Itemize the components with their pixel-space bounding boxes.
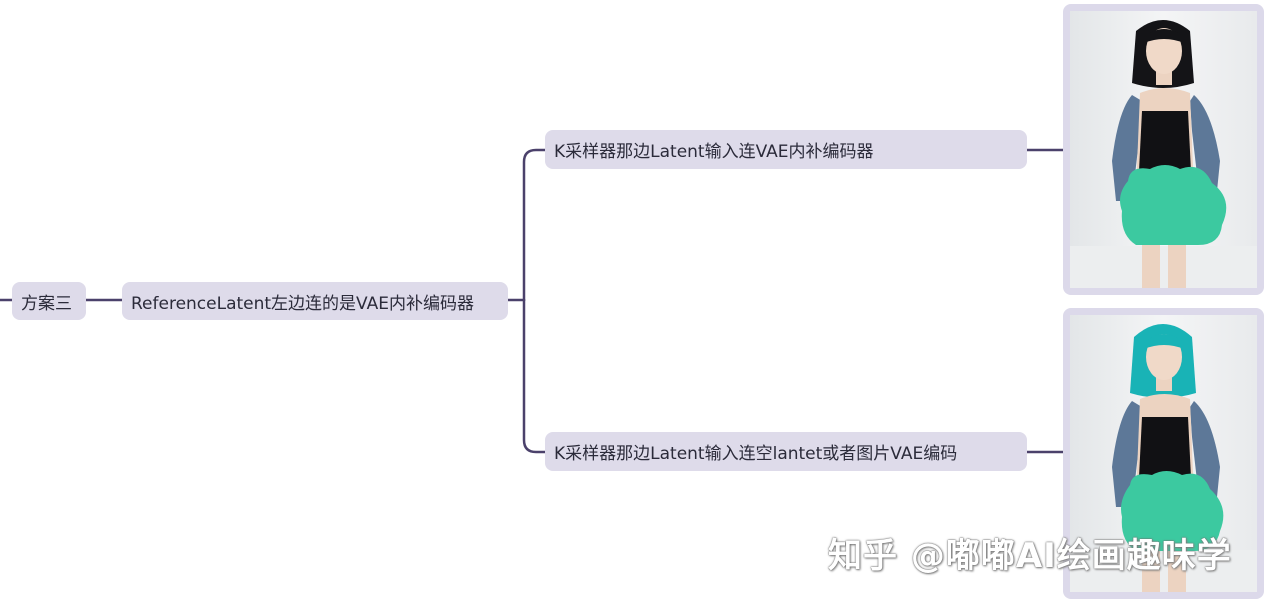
node-reference-latent-label: ReferenceLatent左边连的是VAE内补编码器 [131, 293, 474, 314]
zhihu-watermark: 知乎 @嘟嘟AI绘画趣味学 [828, 536, 1232, 576]
node-plan-three[interactable]: 方案三 [12, 282, 86, 320]
woman-black-hair-photo [1070, 11, 1257, 288]
node-ksampler-vae-inpaint[interactable]: K采样器那边Latent输入连VAE内补编码器 [545, 130, 1027, 169]
image-card-bottom[interactable] [1063, 308, 1264, 599]
line-trunk-bottom [522, 298, 547, 454]
node-reference-latent[interactable]: ReferenceLatent左边连的是VAE内补编码器 [122, 282, 508, 320]
woman-teal-hair-photo [1070, 315, 1257, 592]
line-trunk-top [522, 148, 547, 302]
node-ksampler-vae-inpaint-label: K采样器那边Latent输入连VAE内补编码器 [554, 142, 874, 162]
node-ksampler-empty-latent[interactable]: K采样器那边Latent输入连空lantet或者图片VAE编码 [545, 432, 1027, 471]
node-plan-three-label: 方案三 [21, 293, 72, 314]
node-ksampler-empty-latent-label: K采样器那边Latent输入连空lantet或者图片VAE编码 [554, 444, 958, 464]
image-card-top[interactable] [1063, 4, 1264, 295]
